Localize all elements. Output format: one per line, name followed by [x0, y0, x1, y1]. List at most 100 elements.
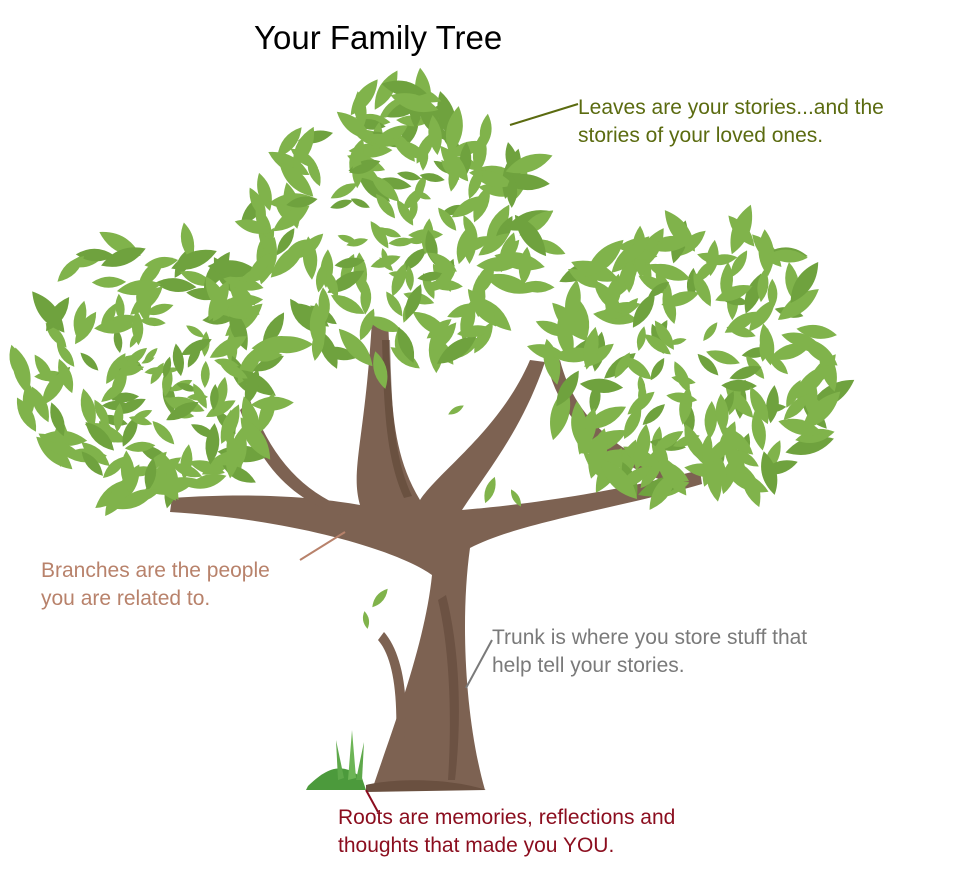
leaf-shape — [494, 252, 545, 271]
leaf-shape — [346, 238, 369, 247]
trunk-annotation-line1: Trunk is where you store stuff that — [492, 626, 808, 649]
leaf-shape — [588, 428, 608, 479]
leaf-shape — [636, 326, 646, 351]
leaf-shape — [451, 195, 485, 218]
leaf-shape — [330, 199, 353, 209]
leaf-shape — [440, 145, 469, 182]
leaf-shape — [405, 265, 414, 291]
leaf-shape — [786, 380, 801, 408]
leaf-shape — [94, 319, 136, 334]
roots-callout-line — [365, 789, 379, 813]
branches-annotation-line2: you are related to. — [41, 587, 211, 610]
leaf-shape — [330, 183, 358, 199]
leaf-shape — [585, 239, 624, 277]
leaves-annotation-line2: stories of your loved ones. — [578, 124, 824, 147]
leaf-shape — [768, 249, 808, 263]
leaf-shape — [208, 280, 229, 321]
leaf-shape — [730, 204, 753, 255]
leaf-shape — [518, 246, 532, 286]
leaf-shape — [101, 382, 126, 402]
leaf-shape — [248, 252, 273, 279]
leaf-shape — [249, 187, 266, 219]
leaf-shape — [22, 382, 35, 419]
leaf-shape — [16, 397, 37, 432]
branches-annotation-line1: Branches are the people — [41, 559, 270, 582]
leaf-shape — [505, 153, 553, 174]
leaf-shape — [535, 320, 570, 337]
leaf-shape — [171, 249, 217, 270]
leaf-shape — [448, 405, 464, 415]
leaf-shape — [120, 450, 135, 493]
leaf-shape — [750, 386, 769, 425]
roots-annotation-line2: thoughts that made you YOU. — [338, 834, 615, 857]
leaf-shape — [56, 342, 75, 367]
leaf-shape — [136, 279, 152, 324]
leaf-shape — [298, 233, 324, 259]
roots-annotation-line1: Roots are memories, reflections and — [338, 806, 676, 829]
branches-annotation: Branches are the people you are related … — [41, 557, 331, 613]
leaf-shape — [778, 418, 823, 436]
leaf-shape — [428, 114, 442, 156]
tree-canopy-leaves — [9, 67, 855, 629]
leaf-shape — [484, 476, 496, 504]
leaf-shape — [777, 289, 819, 320]
leaf-shape — [80, 388, 96, 430]
leaf-shape — [751, 410, 766, 451]
leaf-shape — [819, 347, 837, 392]
leaf-shape — [623, 405, 642, 440]
leaf-shape — [757, 268, 769, 303]
leaf-shape — [270, 242, 306, 278]
leaf-shape — [350, 198, 370, 208]
leaf-shape — [225, 438, 240, 479]
leaf-shape — [240, 417, 271, 460]
leaf-shape — [9, 344, 23, 380]
leaf-shape — [767, 278, 778, 309]
leaf-shape — [614, 352, 630, 379]
leaf-shape — [116, 488, 157, 510]
leaf-shape — [152, 421, 175, 445]
leaf-shape — [514, 214, 547, 257]
leaf-shape — [568, 269, 602, 288]
leaf-shape — [467, 289, 497, 327]
leaf-shape — [324, 267, 339, 299]
leaf-shape — [721, 456, 737, 495]
leaf-shape — [638, 382, 647, 408]
leaf-shape — [276, 228, 295, 256]
leaf-shape — [372, 588, 388, 608]
leaf-shape — [642, 404, 665, 426]
leaf-shape — [397, 171, 422, 181]
leaf-shape — [375, 193, 396, 219]
leaf-shape — [726, 472, 769, 493]
leaf-shape — [405, 284, 422, 320]
leaf-shape — [684, 423, 703, 462]
leaf-shape — [656, 454, 687, 496]
leaf-shape — [234, 219, 272, 234]
leaf-shape — [370, 175, 400, 202]
leaf-shape — [648, 281, 670, 298]
leaf-shape — [456, 226, 472, 265]
leaf-shape — [706, 458, 722, 502]
leaf-shape — [730, 250, 748, 278]
leaf-shape — [374, 70, 398, 110]
leaf-shape — [277, 127, 302, 158]
leaf-shape — [244, 369, 260, 405]
leaf-shape — [252, 355, 284, 372]
leaf-shape — [80, 352, 99, 371]
leaf-shape — [767, 354, 788, 375]
leaf-shape — [209, 336, 247, 358]
leaf-shape — [412, 311, 450, 337]
leaf-shape — [486, 204, 510, 246]
grass-tuft — [306, 730, 366, 790]
leaf-shape — [354, 91, 367, 129]
leaf-shape — [172, 343, 185, 377]
leaf-shape — [401, 247, 427, 272]
leaf-shape — [761, 451, 778, 495]
leaf-shape — [334, 257, 365, 269]
leaf-shape — [166, 402, 199, 421]
leaf-shape — [790, 262, 819, 303]
leaf-shape — [307, 157, 321, 187]
leaf-shape — [397, 199, 414, 226]
leaf-shape — [215, 376, 228, 411]
leaf-shape — [338, 328, 373, 367]
